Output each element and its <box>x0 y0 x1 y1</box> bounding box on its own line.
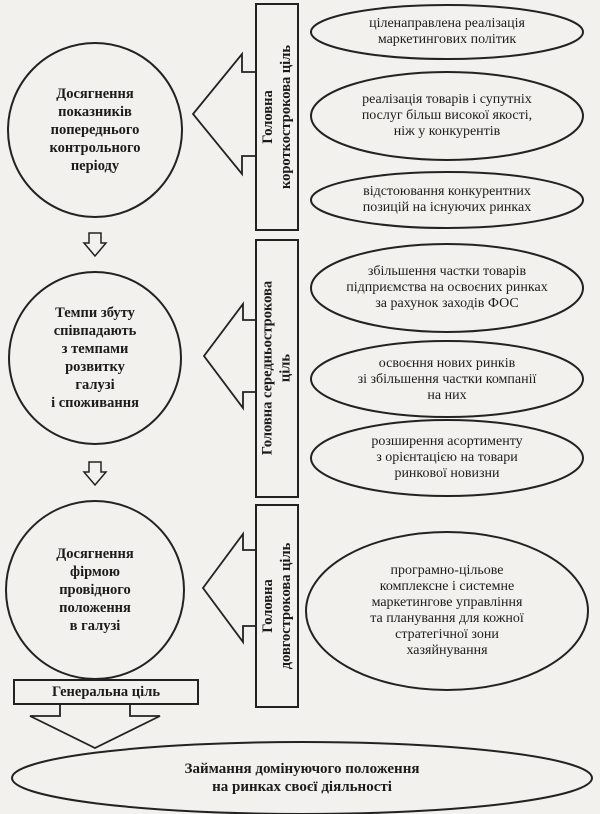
circle-mid-term <box>8 271 182 445</box>
oval-4 <box>310 243 584 333</box>
final-goal-text: Займання домінуючого положення на ринках… <box>184 761 420 795</box>
circle-short-term <box>7 42 183 218</box>
final-goal-oval <box>11 741 593 814</box>
oval-5-text: освоєння нових ринкiв зi збiльшення част… <box>357 356 537 403</box>
general-goal-arrow <box>29 704 161 750</box>
oval-5 <box>310 340 584 418</box>
oval-4-text: збiльшення частки товарiв пiдприємства н… <box>346 264 548 311</box>
down-arrow-2 <box>82 461 108 487</box>
oval-2 <box>310 71 584 161</box>
oval-3-text: вiдстоювання конкурентних позицiй на iсн… <box>362 184 532 215</box>
banner-mid-term-box <box>255 239 299 498</box>
banner-short-term-text: Головна короткострокова ціль <box>260 44 294 190</box>
oval-6-text: розширення асортименту з орiєнтацiєю на … <box>371 434 523 481</box>
arrow-to-mid-term <box>202 301 255 411</box>
circle-mid-term-text: Темпи збуту співпадають з темпами розвит… <box>51 305 139 411</box>
banner-short-term-box <box>255 3 299 231</box>
oval-7-text: програмно-цiльове комплексне i системне … <box>370 563 524 658</box>
banner-mid-term-text: Головна середньострокова ціль <box>259 280 294 456</box>
arrow-to-long-term <box>201 531 255 645</box>
arrow-to-short-term <box>191 51 255 177</box>
general-goal-label: Генеральна ціль <box>51 683 160 700</box>
oval-1 <box>310 4 584 60</box>
oval-3 <box>310 171 584 229</box>
oval-6 <box>310 419 584 497</box>
circle-long-term-text: Досягнення фірмою провідного положення в… <box>56 546 134 634</box>
general-goal-box <box>13 679 199 705</box>
oval-1-text: цiленаправлена реалiзацiя маркетингових … <box>369 16 525 47</box>
banner-long-term-text: Головна довгострокова ціль <box>260 542 294 670</box>
banner-long-term-box <box>255 504 299 708</box>
circle-short-term-text: Досягнення показників попереднього контр… <box>49 86 141 174</box>
down-arrow-1 <box>82 232 108 258</box>
oval-7 <box>305 531 589 691</box>
oval-2-text: реалiзацiя товарiв i супутнiх послуг бiл… <box>361 92 533 139</box>
